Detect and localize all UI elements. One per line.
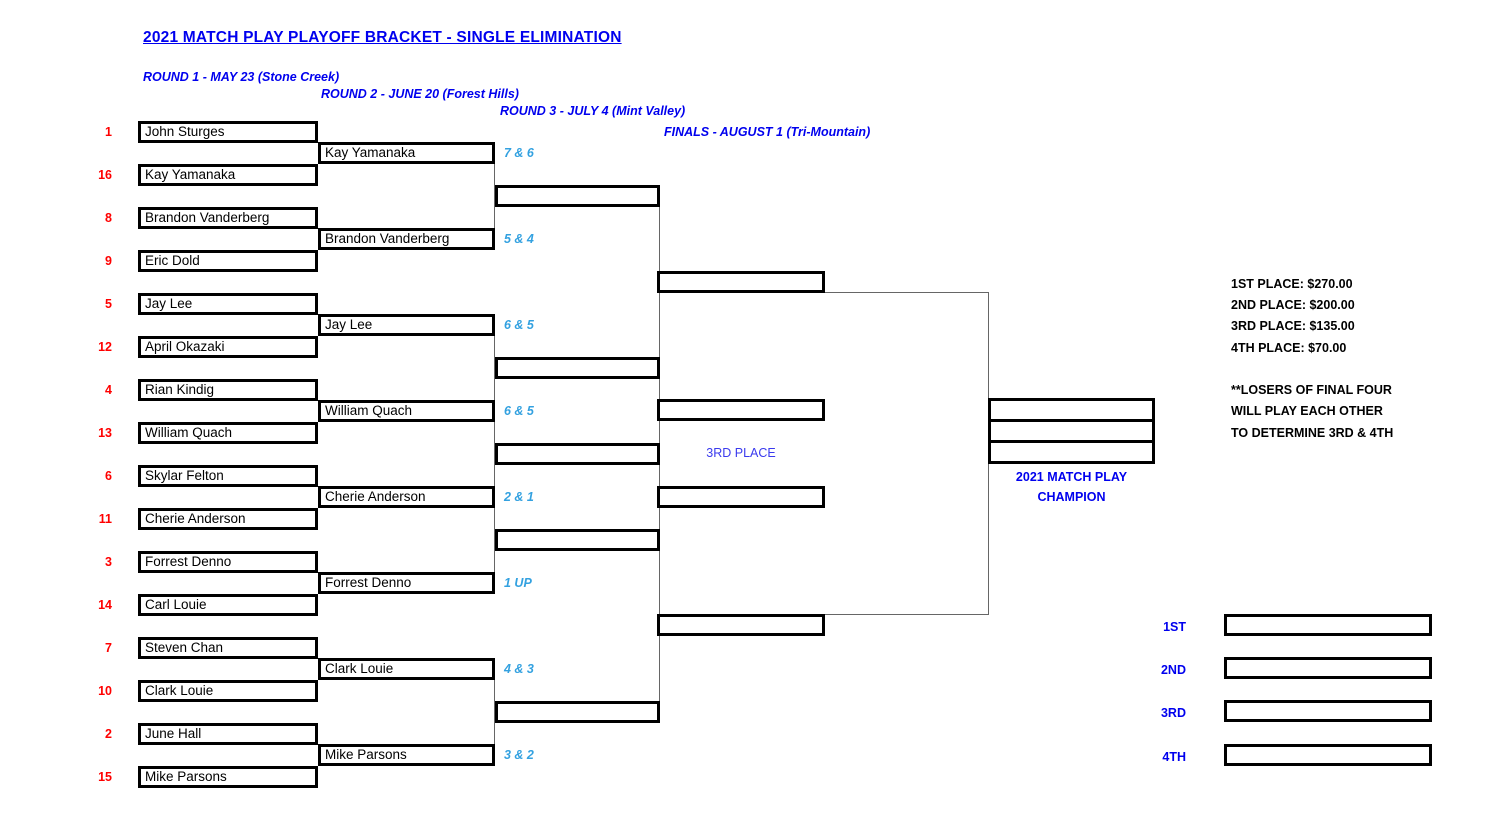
round2-winner-box: Jay Lee [318, 314, 495, 336]
prize-3rd: 3RD PLACE: $135.00 [1231, 319, 1355, 333]
standing-label-2nd: 2ND [1160, 663, 1186, 677]
seed-number: 1 [105, 125, 112, 139]
seed-number: 9 [105, 254, 112, 268]
match-score: 7 & 6 [504, 146, 534, 160]
match-score: 2 & 1 [504, 490, 534, 504]
page-title: 2021 MATCH PLAY PLAYOFF BRACKET - SINGLE… [143, 29, 622, 46]
third-place-slot-box [657, 399, 825, 421]
match-score: 5 & 4 [504, 232, 534, 246]
seed-number: 10 [98, 684, 112, 698]
round2-winner-box: Kay Yamanaka [318, 142, 495, 164]
round1-player-box: June Hall [138, 723, 318, 745]
round1-player-box: William Quach [138, 422, 318, 444]
round3-slot-box [495, 185, 660, 207]
seed-number: 13 [98, 426, 112, 440]
round1-player-box: Steven Chan [138, 637, 318, 659]
round2-header: ROUND 2 - JUNE 20 (Forest Hills) [321, 87, 519, 101]
round1-player-box: April Okazaki [138, 336, 318, 358]
third-place-slot-box [657, 486, 825, 508]
third-place-winner-box [495, 443, 660, 465]
note-line-1: **LOSERS OF FINAL FOUR [1231, 383, 1392, 397]
seed-number: 4 [105, 383, 112, 397]
prize-4th: 4TH PLACE: $70.00 [1231, 341, 1347, 355]
round2-winner-box: William Quach [318, 400, 495, 422]
seed-number: 16 [98, 168, 112, 182]
standing-label-4th: 4TH [1162, 750, 1186, 764]
seed-number: 2 [105, 727, 112, 741]
round1-player-box: John Sturges [138, 121, 318, 143]
finals-slot-box [988, 440, 1155, 464]
bracket-connector-line [494, 336, 495, 400]
round1-player-box: Cherie Anderson [138, 508, 318, 530]
note-line-2: WILL PLAY EACH OTHER [1231, 404, 1383, 418]
bracket-connector-line [494, 508, 495, 572]
bracket-connector-line [494, 680, 495, 744]
round2-winner-box: Cherie Anderson [318, 486, 495, 508]
round3-slot-box [495, 357, 660, 379]
round2-winner-box: Clark Louie [318, 658, 495, 680]
third-place-label: 3RD PLACE [706, 446, 776, 460]
round1-player-box: Skylar Felton [138, 465, 318, 487]
round1-player-box: Clark Louie [138, 680, 318, 702]
semifinal-winner-box [657, 271, 825, 293]
round1-player-box: Forrest Denno [138, 551, 318, 573]
match-score: 3 & 2 [504, 748, 534, 762]
bracket-connector-line [494, 422, 495, 486]
round3-slot-box [495, 701, 660, 723]
bracket-connector-line [494, 164, 495, 228]
champion-label-line1: 2021 MATCH PLAY [1015, 470, 1128, 484]
round1-player-box: Eric Dold [138, 250, 318, 272]
seed-number: 7 [105, 641, 112, 655]
match-score: 4 & 3 [504, 662, 534, 676]
prize-2nd: 2ND PLACE: $200.00 [1231, 298, 1355, 312]
round1-player-box: Jay Lee [138, 293, 318, 315]
standings-slot-box [1224, 744, 1432, 766]
standings-slot-box [1224, 657, 1432, 679]
round1-player-box: Kay Yamanaka [138, 164, 318, 186]
bracket-connector-line [825, 292, 989, 293]
round3-slot-box [495, 529, 660, 551]
seed-number: 12 [98, 340, 112, 354]
round1-player-box: Carl Louie [138, 594, 318, 616]
seed-number: 3 [105, 555, 112, 569]
round1-player-box: Brandon Vanderberg [138, 207, 318, 229]
round1-player-box: Rian Kindig [138, 379, 318, 401]
round1-header: ROUND 1 - MAY 23 (Stone Creek) [143, 70, 340, 84]
note-line-3: TO DETERMINE 3RD & 4TH [1231, 426, 1394, 440]
round3-header: ROUND 3 - JULY 4 (Mint Valley) [500, 104, 686, 118]
standing-label-3rd: 3RD [1160, 706, 1186, 720]
round2-winner-box: Mike Parsons [318, 744, 495, 766]
semifinal-winner-box [657, 614, 825, 636]
match-score: 6 & 5 [504, 404, 534, 418]
match-score: 1 UP [504, 576, 532, 590]
standing-label-1st: 1ST [1163, 620, 1186, 634]
round2-winner-box: Forrest Denno [318, 572, 495, 594]
standings-slot-box [1224, 700, 1432, 722]
round2-winner-box: Brandon Vanderberg [318, 228, 495, 250]
champion-label-line2: CHAMPION [1037, 490, 1106, 504]
seed-number: 11 [98, 512, 112, 526]
seed-number: 8 [105, 211, 112, 225]
seed-number: 15 [98, 770, 112, 784]
round1-player-box: Mike Parsons [138, 766, 318, 788]
prize-1st: 1ST PLACE: $270.00 [1231, 277, 1353, 291]
seed-number: 14 [98, 598, 112, 612]
standings-slot-box [1224, 614, 1432, 636]
match-score: 6 & 5 [504, 318, 534, 332]
seed-number: 6 [105, 469, 112, 483]
seed-number: 5 [105, 297, 112, 311]
finals-header: FINALS - AUGUST 1 (Tri-Mountain) [664, 125, 871, 139]
bracket-connector-line [825, 614, 989, 615]
